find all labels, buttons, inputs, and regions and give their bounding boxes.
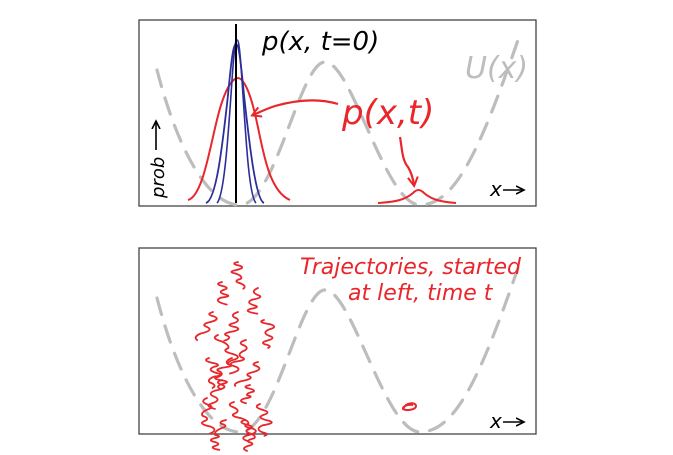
top-panel-frame xyxy=(138,19,537,207)
trajectory-squiggle xyxy=(216,281,230,306)
evolved-label-arrow-right xyxy=(398,136,414,185)
trajectory-squiggle xyxy=(246,287,262,315)
trajectory-squiggle xyxy=(240,384,255,405)
bottom-panel: Trajectories, started at left, time t x xyxy=(138,247,537,452)
trajectory-squiggle xyxy=(228,401,257,442)
bottom-panel-frame xyxy=(138,247,537,435)
trajectory-squiggle xyxy=(205,357,223,389)
bottom-x-axis-label: x xyxy=(489,409,502,433)
trajectory-squiggle xyxy=(230,261,246,290)
evolved-distribution-right xyxy=(377,189,457,204)
trajectory-squiggle xyxy=(194,311,218,341)
evolved-distribution-left xyxy=(187,76,291,201)
bottom-potential-curve xyxy=(155,266,520,434)
trajectory-squiggle xyxy=(207,379,226,410)
trajectory-right-well xyxy=(401,402,418,411)
y-axis-label: prob xyxy=(148,157,169,199)
trajectory-squiggle xyxy=(240,419,256,452)
trajectory-squiggle xyxy=(229,339,248,375)
trajectories-annotation-line2: at left, time t xyxy=(348,281,494,306)
trajectory-squiggle xyxy=(214,357,233,390)
trajectory-squiggle xyxy=(255,403,273,437)
trajectories-annotation-line1: Trajectories, started xyxy=(300,255,522,280)
trajectory-squiggle xyxy=(233,361,261,387)
initial-distribution-label: p(x, t=0) xyxy=(261,27,379,57)
evolved-distribution-label: p(x,t) xyxy=(341,93,434,133)
top-panel: p(x, t=0) p(x,t) U(x) prob x xyxy=(138,19,537,207)
potential-label: U(x) xyxy=(465,51,528,86)
evolved-label-arrow-left xyxy=(253,99,339,115)
trajectory-squiggle xyxy=(210,419,227,451)
trajectory-squiggle xyxy=(201,397,216,435)
top-potential-curve xyxy=(155,38,520,207)
trajectory-squiggle xyxy=(260,319,276,349)
trajectory-squiggle xyxy=(223,311,240,342)
trajectories-group xyxy=(194,261,276,452)
trajectory-squiggle xyxy=(213,334,239,365)
top-x-axis-label: x xyxy=(489,177,502,201)
